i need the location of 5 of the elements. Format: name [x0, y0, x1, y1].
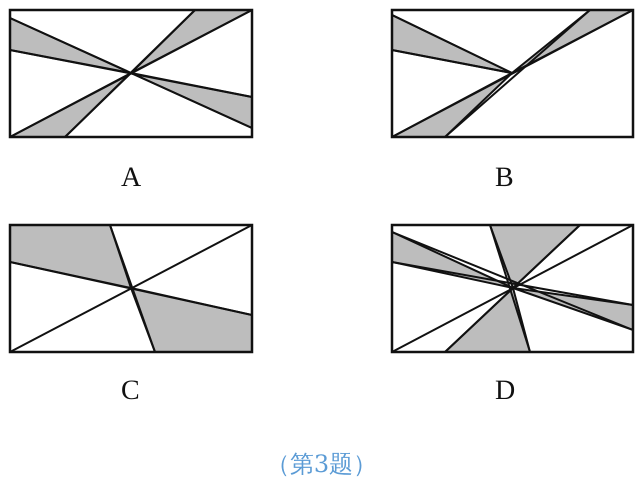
caption: （第3题） — [266, 450, 378, 478]
figure-label: A — [121, 164, 142, 192]
figure-label: C — [121, 377, 140, 405]
figure-label: B — [495, 164, 514, 192]
figure-label: D — [495, 377, 516, 405]
